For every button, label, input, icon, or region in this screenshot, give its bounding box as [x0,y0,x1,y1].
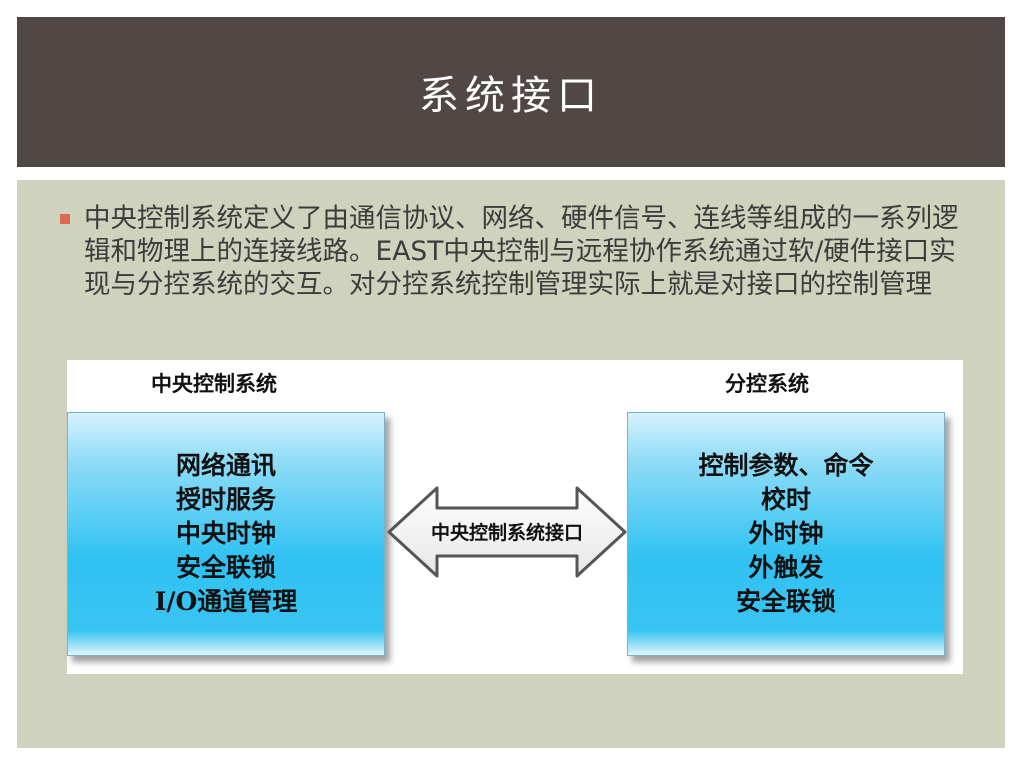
interface-arrow: 中央控制系统接口 [385,482,629,582]
sub-item: 校时 [760,485,811,514]
slide-title: 系统接口 [419,73,603,119]
double-arrow-icon [387,486,627,578]
sub-control-box: 控制参数、命令 校时 外时钟 外触发 安全联锁 [627,412,945,656]
interface-diagram: 中央控制系统 分控系统 网络通讯 授时服务 中央时钟 安全联锁 I/O通道管理 … [67,360,963,674]
central-item: 安全联锁 [175,553,276,582]
central-item: 授时服务 [175,485,276,514]
sub-item: 外时钟 [748,519,824,548]
arrow-label: 中央控制系统接口 [430,522,583,544]
central-item: I/O通道管理 [154,587,298,616]
central-control-box: 网络通讯 授时服务 中央时钟 安全联锁 I/O通道管理 [67,412,385,656]
content-area: 中央控制系统定义了由通信协议、网络、硬件信号、连线等组成的一系列逻辑和物理上的连… [17,180,1005,748]
right-system-title: 分控系统 [725,371,809,396]
bullet-square-icon [60,214,70,224]
central-item: 中央时钟 [175,519,276,548]
sub-item: 外触发 [748,553,824,582]
bullet-item: 中央控制系统定义了由通信协议、网络、硬件信号、连线等组成的一系列逻辑和物理上的连… [60,202,980,301]
title-bar: 系统接口 [17,17,1005,167]
central-item: 网络通讯 [175,451,276,480]
left-system-title: 中央控制系统 [151,371,277,396]
bullet-text: 中央控制系统定义了由通信协议、网络、硬件信号、连线等组成的一系列逻辑和物理上的连… [84,203,959,300]
sub-item: 控制参数、命令 [698,451,874,480]
sub-item: 安全联锁 [735,587,836,616]
